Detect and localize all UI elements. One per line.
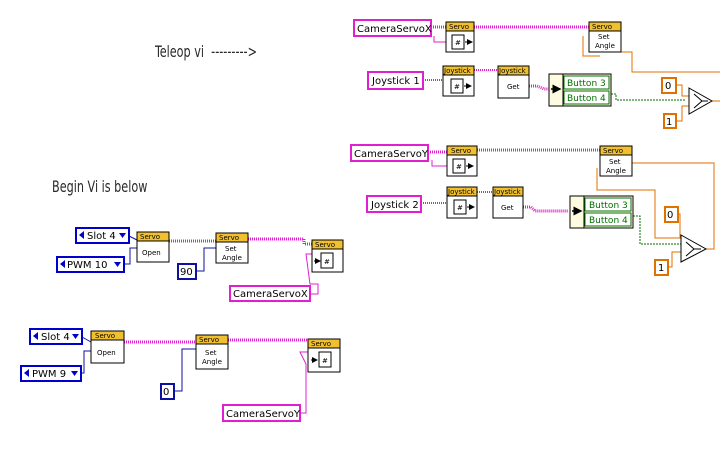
svg-text:1: 1 xyxy=(658,263,664,274)
svg-text:Joystick: Joystick xyxy=(447,188,476,196)
dropdown-arrow-icon xyxy=(114,262,121,267)
slot-4-ring[interactable]: Slot 4 xyxy=(75,227,130,244)
select-function-icon[interactable] xyxy=(688,87,714,115)
svg-text:CameraServoY: CameraServoY xyxy=(354,149,429,160)
select-false-constant[interactable]: 0 xyxy=(664,206,679,223)
joystick-get-node[interactable]: Joystick Get xyxy=(492,186,524,219)
joystick-get-node[interactable]: Joystick Get xyxy=(497,65,530,99)
svg-text:Set: Set xyxy=(609,158,621,166)
servo-open-node[interactable]: Servo Open xyxy=(136,231,170,263)
svg-text:Servo: Servo xyxy=(140,233,160,241)
begin-vi-label: Begin Vi is below xyxy=(52,177,148,196)
svg-text:Set: Set xyxy=(225,245,237,253)
servo-refnum-node[interactable]: Servo # xyxy=(307,338,341,373)
servo-refnum-node[interactable]: Servo # xyxy=(311,239,344,273)
camera-servo-y-constant[interactable]: CameraServoY xyxy=(350,144,429,162)
joystick-1-constant[interactable]: Joystick 1 xyxy=(367,71,424,90)
svg-text:Button 4: Button 4 xyxy=(567,94,606,104)
unbundle-buttons-node[interactable]: Button 3 Button 4 xyxy=(548,73,612,107)
svg-text:Servo: Servo xyxy=(199,336,219,344)
svg-text:#: # xyxy=(322,357,328,365)
select-true-constant[interactable]: 1 xyxy=(654,259,669,276)
svg-text:Joystick: Joystick xyxy=(498,67,527,75)
svg-text:Set: Set xyxy=(598,33,610,41)
svg-text:CameraServoX: CameraServoX xyxy=(357,24,432,35)
joystick-refnum-node[interactable]: Joystick # xyxy=(442,65,475,97)
svg-text:#: # xyxy=(454,83,460,91)
pwm-10-ring[interactable]: PWM 10 xyxy=(56,256,125,273)
svg-text:Angle: Angle xyxy=(222,254,242,262)
svg-text:Joystick: Joystick xyxy=(443,67,472,75)
svg-text:0: 0 xyxy=(163,387,169,398)
wires xyxy=(81,25,720,414)
slot-4-ring[interactable]: Slot 4 xyxy=(29,328,83,345)
teleop-vi-label: Teleop vi ---------> xyxy=(155,42,258,61)
svg-text:Button 3: Button 3 xyxy=(589,201,628,211)
svg-text:1: 1 xyxy=(666,117,672,128)
svg-text:Servo: Servo xyxy=(219,234,239,242)
svg-text:Button 4: Button 4 xyxy=(589,216,628,226)
svg-text:PWM 9: PWM 9 xyxy=(32,369,66,380)
angle-90-constant[interactable]: 90 xyxy=(177,263,197,280)
select-function-icon[interactable] xyxy=(680,234,708,263)
svg-text:Slot 4: Slot 4 xyxy=(87,231,116,242)
svg-text:Joystick 2: Joystick 2 xyxy=(370,200,419,211)
svg-text:Open: Open xyxy=(97,349,116,357)
camera-servo-x-constant[interactable]: CameraServoX xyxy=(353,19,432,37)
servo-open-node[interactable]: Servo Open xyxy=(90,330,125,364)
select-true-constant[interactable]: 1 xyxy=(663,113,677,129)
svg-text:Slot 4: Slot 4 xyxy=(41,332,70,343)
servo-set-angle-node[interactable]: Servo Set Angle xyxy=(215,232,249,264)
svg-text:CameraServoX: CameraServoX xyxy=(233,289,308,300)
unbundle-buttons-node[interactable]: Button 3 Button 4 xyxy=(569,195,634,229)
teleop-y-section: CameraServoY Servo # Servo Set Angle Joy… xyxy=(350,144,708,276)
svg-text:Joystick 1: Joystick 1 xyxy=(371,76,420,87)
teleop-x-section: CameraServoX Servo # Servo Set Angle Joy… xyxy=(353,19,714,129)
svg-text:Servo: Servo xyxy=(592,23,612,31)
dropdown-arrow-icon xyxy=(119,233,126,238)
svg-text:0: 0 xyxy=(665,81,671,92)
svg-text:CameraServoY: CameraServoY xyxy=(226,409,301,420)
svg-text:Open: Open xyxy=(142,249,161,257)
svg-text:Angle: Angle xyxy=(595,42,615,50)
servo-refnum-node[interactable]: Servo # xyxy=(445,21,475,53)
angle-0-constant[interactable]: 0 xyxy=(160,383,175,400)
pointer-arrow-icon: ---------> xyxy=(211,42,258,61)
svg-text:90: 90 xyxy=(180,267,193,278)
svg-text:Servo: Servo xyxy=(311,340,331,348)
svg-text:Servo: Servo xyxy=(449,23,469,31)
svg-text:Servo: Servo xyxy=(315,241,335,249)
svg-text:0: 0 xyxy=(667,210,673,221)
svg-text:Joystick: Joystick xyxy=(493,188,522,196)
svg-text:PWM 10: PWM 10 xyxy=(67,260,107,271)
pwm-9-ring[interactable]: PWM 9 xyxy=(20,365,82,382)
svg-text:Servo: Servo xyxy=(451,147,471,155)
svg-text:Servo: Servo xyxy=(95,332,115,340)
dropdown-arrow-icon xyxy=(71,371,78,376)
servo-refnum-node[interactable]: Servo # xyxy=(446,145,478,177)
servo-set-angle-node[interactable]: Servo Set Angle xyxy=(588,21,622,53)
svg-text:#: # xyxy=(455,39,461,47)
svg-text:Servo: Servo xyxy=(603,147,623,155)
svg-text:Set: Set xyxy=(205,349,217,357)
begin-x-section: Slot 4 PWM 10 Servo Open Servo Set Angle… xyxy=(56,227,344,302)
select-false-constant[interactable]: 0 xyxy=(661,77,677,94)
begin-y-section: Slot 4 PWM 9 Servo Open Servo Set Angle … xyxy=(20,328,341,422)
svg-text:#: # xyxy=(324,258,330,266)
svg-text:Get: Get xyxy=(501,204,514,212)
servo-set-angle-node[interactable]: Servo Set Angle xyxy=(195,334,229,370)
joystick-refnum-node[interactable]: Joystick # xyxy=(446,186,478,219)
svg-text:#: # xyxy=(456,163,462,171)
svg-text:Button 3: Button 3 xyxy=(567,79,606,89)
camera-servo-y-constant[interactable]: CameraServoY xyxy=(222,404,301,422)
svg-text:Angle: Angle xyxy=(606,167,626,175)
joystick-2-constant[interactable]: Joystick 2 xyxy=(366,195,422,213)
servo-set-angle-node[interactable]: Servo Set Angle xyxy=(599,145,633,177)
camera-servo-x-constant[interactable]: CameraServoX xyxy=(229,285,311,302)
svg-text:#: # xyxy=(457,204,463,212)
dropdown-arrow-icon xyxy=(72,334,79,339)
svg-text:Get: Get xyxy=(507,83,520,91)
svg-text:Angle: Angle xyxy=(202,358,222,366)
